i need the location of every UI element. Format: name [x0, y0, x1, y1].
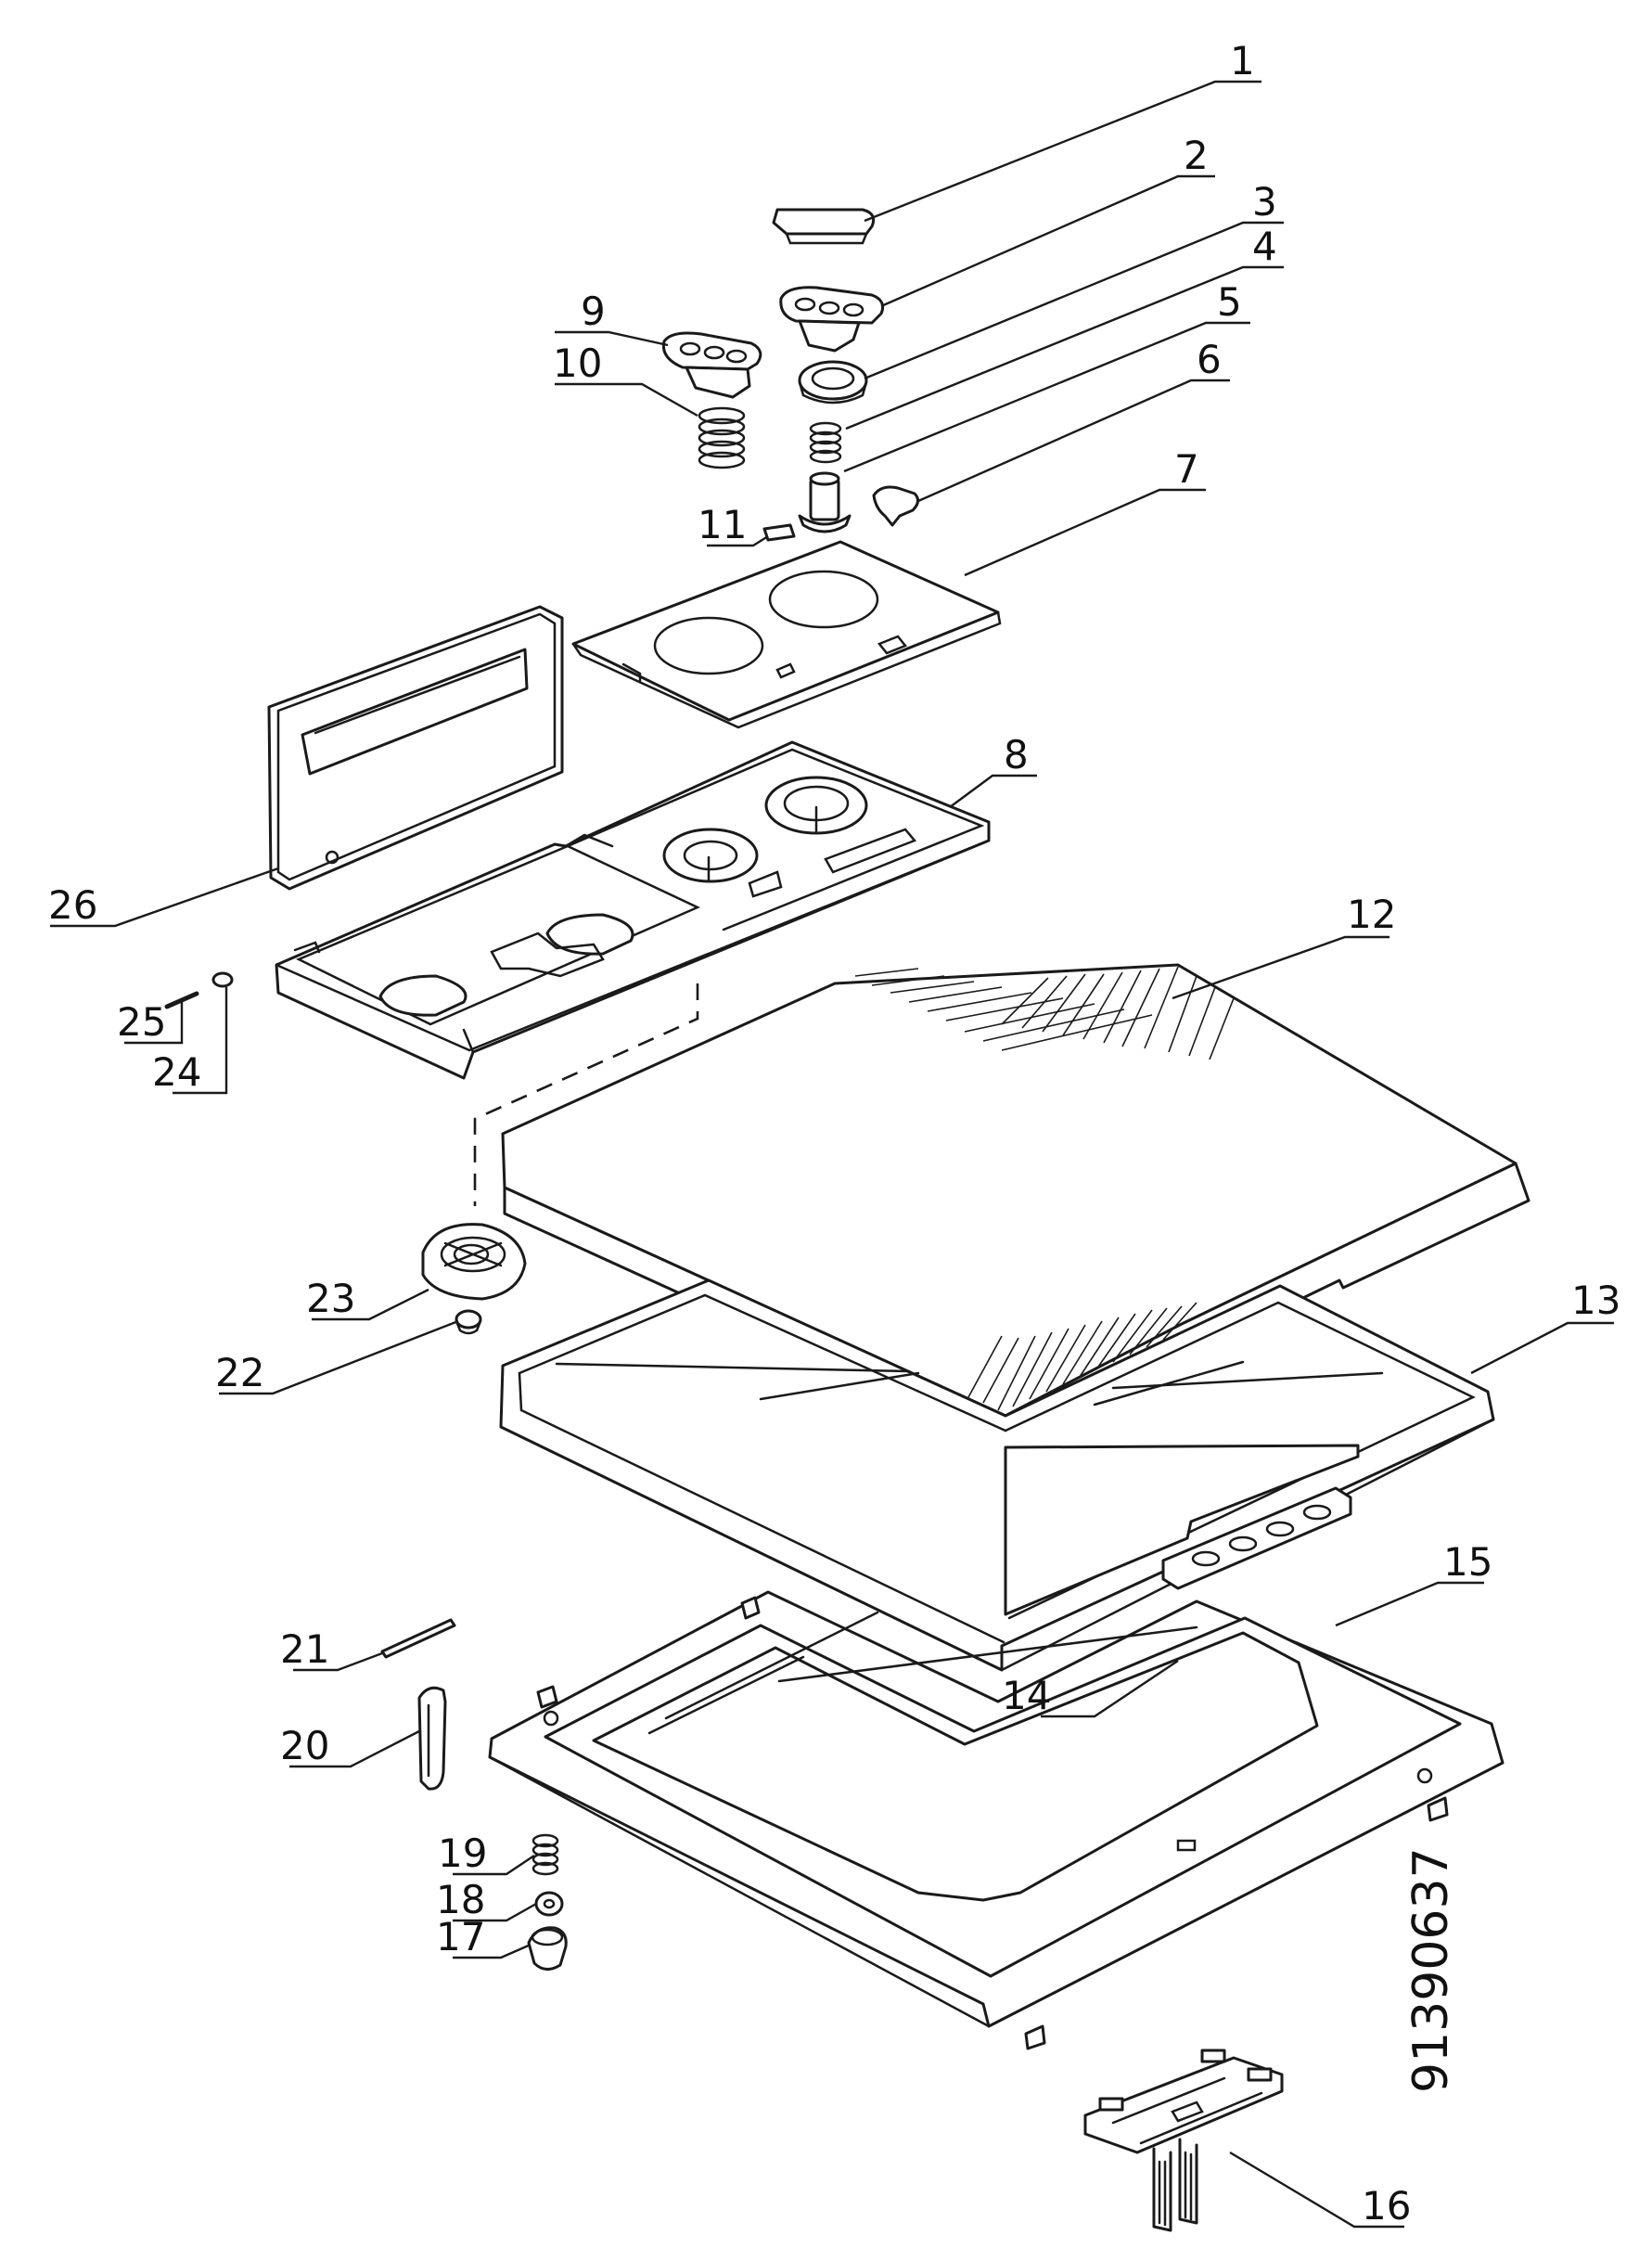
- callout-24: 24: [152, 1049, 201, 1095]
- callout-15: 15: [1443, 1539, 1492, 1585]
- callout-23: 23: [306, 1276, 355, 1321]
- callout-4: 4: [1252, 224, 1277, 269]
- part-17-cap: [527, 1926, 568, 1971]
- part-23-dial: [421, 1223, 527, 1301]
- callout-21: 21: [280, 1626, 329, 1672]
- callout-3: 3: [1252, 179, 1277, 225]
- callout-22: 22: [215, 1350, 264, 1395]
- part-6-button: [872, 485, 919, 527]
- callout-14: 14: [1002, 1673, 1051, 1718]
- part-15-base-frame: [488, 1590, 1505, 2050]
- callout-25: 25: [117, 999, 166, 1045]
- part-11-clip: [762, 523, 796, 542]
- part-1-cap: [772, 208, 876, 245]
- callout-9: 9: [581, 289, 606, 334]
- callout-5: 5: [1217, 279, 1242, 325]
- callout-8: 8: [1004, 732, 1029, 777]
- callout-17: 17: [436, 1914, 485, 1959]
- part-26-door-panel: [267, 605, 564, 891]
- part-2-knob-top: [779, 286, 885, 353]
- drawing-code: 91390637: [1403, 1847, 1459, 2093]
- part-25-pin: [164, 991, 199, 1009]
- callout-labels: 1 2 3 4 5 6 7 8 9 10 11 12 13 14 15 16 1…: [48, 38, 1620, 2229]
- callout-18: 18: [436, 1877, 485, 1922]
- callout-20: 20: [280, 1723, 329, 1768]
- part-16-latch-bracket: [1083, 2049, 1284, 2232]
- callout-7: 7: [1174, 446, 1199, 492]
- callout-10: 10: [553, 340, 602, 386]
- part-9-knob-top: [661, 331, 762, 399]
- callout-12: 12: [1347, 892, 1396, 937]
- part-13-body-frame: [499, 1278, 1495, 1672]
- part-19-spring: [531, 1833, 559, 1876]
- callout-19: 19: [438, 1831, 487, 1876]
- part-4-spring: [809, 421, 842, 464]
- part-5-shaft: [798, 471, 852, 533]
- part-21-pin: [380, 1618, 456, 1659]
- leader-lines: [50, 80, 1614, 2229]
- callout-13: 13: [1571, 1278, 1620, 1323]
- callout-1: 1: [1230, 38, 1255, 84]
- part-7-control-plate: [571, 540, 1002, 729]
- callout-16: 16: [1362, 2183, 1411, 2229]
- callout-26: 26: [48, 882, 97, 928]
- part-18-washer: [534, 1891, 564, 1917]
- part-8-control-housing: [275, 740, 991, 1080]
- part-10-spring: [698, 406, 746, 469]
- callout-6: 6: [1197, 337, 1222, 382]
- part-24-bushing: [211, 971, 234, 988]
- part-3-ring: [798, 360, 868, 405]
- part-20-handle: [417, 1686, 447, 1791]
- callout-11: 11: [698, 502, 747, 547]
- callout-2: 2: [1184, 133, 1209, 178]
- part-22-small-knob: [455, 1309, 482, 1335]
